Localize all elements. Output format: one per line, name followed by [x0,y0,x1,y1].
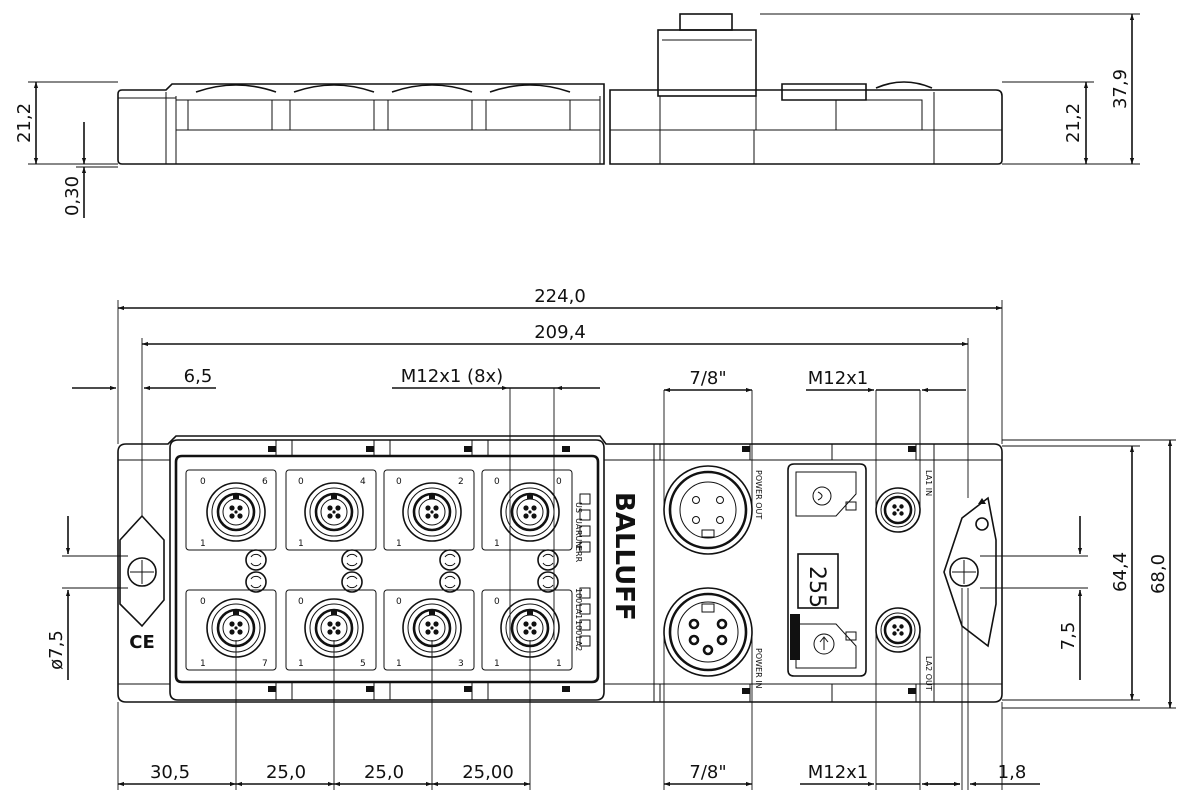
power-in-label: POWER IN [754,648,763,689]
dim-width-outer: 68,0 [1148,554,1169,594]
status-led-icon [341,571,363,593]
m12-lan-in [874,486,922,534]
port-label: 7 [262,659,268,669]
dim-first-port: 30,5 [150,762,190,783]
lan-out-label: LA2 OUT [924,656,933,691]
dim-m12-bottom: M12x1 [808,762,869,783]
dim-total-height: 37,9 [1110,69,1131,109]
plan-dimensions: 224,0 209,4 6,5 M12x1 (8x) 7/8" M12x1 ø [46,286,1176,790]
led-label: ERR [574,546,583,563]
side-dimensions: 21,2 0,30 21,2 37,9 [14,13,1140,218]
power-in-connector [663,587,753,677]
port-label: 1 [298,659,304,669]
m12-port-2 [401,481,463,543]
port-label: 0 [396,477,402,487]
led-label: LA2 [574,636,583,651]
status-led-icon [341,549,363,571]
top-view: CE 0 6 1 0 4 1 0 2 [117,435,1003,703]
port-label: 0 [556,477,562,487]
power-out-connector [663,465,753,555]
dim-side-gap: 0,30 [62,176,83,216]
status-led-icon [439,571,461,593]
dim-power-bottom: 7/8" [689,762,726,783]
port-label: 4 [360,477,366,487]
led-label: LA1 [574,604,583,619]
port-label: 0 [200,597,206,607]
led-label: UA [574,518,583,530]
m12-lan-out [874,606,922,654]
port-label: 1 [298,539,304,549]
port-label: 0 [298,597,304,607]
led-label: 100 [574,588,583,603]
ce-mark: CE [129,632,155,653]
status-led-icon [439,549,461,571]
port-label: 1 [200,659,206,669]
dim-edge-offset: 6,5 [184,366,213,387]
status-led-icon [537,549,559,571]
power-out-label: POWER OUT [754,470,763,519]
brand-logo: BALLUFF [609,492,639,621]
port-label: 0 [494,597,500,607]
led-label: RUN [574,530,583,547]
dim-pitch-2: 25,0 [364,762,404,783]
status-led-icon [245,549,267,571]
port-label: 1 [556,659,562,669]
dim-overall-length: 224,0 [534,286,586,307]
port-label: 0 [200,477,206,487]
dim-hole-diameter: ø7,5 [46,630,67,670]
port-label: 1 [494,659,500,669]
port-grid: 0 6 1 0 4 1 0 2 1 0 0 1 0 7 1 0 5 1 0 3 … [185,469,591,671]
side-view [117,13,1003,165]
dim-side-height-right: 21,2 [1063,103,1084,143]
dim-side-height-left: 21,2 [14,103,35,143]
status-led-icon [537,571,559,593]
dim-pitch-1: 25,0 [266,762,306,783]
port-label: 6 [262,477,268,487]
port-label: 5 [360,659,366,669]
dim-pitch-3: 25,00 [462,762,514,783]
port-label: 0 [298,477,304,487]
port-label: 3 [458,659,464,669]
dim-hole-offset: 7,5 [1058,622,1079,651]
led-label: US [574,502,583,513]
m12-port-6 [205,481,267,543]
led-label: 100 [574,620,583,635]
display-panel: 255 [787,463,867,677]
dim-m12-top: M12x1 [808,368,869,389]
m12-port-4 [303,481,365,543]
port-label: 1 [396,539,402,549]
port-label: 1 [396,659,402,669]
port-label: 0 [396,597,402,607]
status-led-icon [245,571,267,593]
dim-width-inner: 64,4 [1110,552,1131,592]
dim-hole-spacing: 209,4 [534,322,586,343]
display-value: 255 [804,566,829,608]
port-label: 2 [458,477,464,487]
port-label: 1 [200,539,206,549]
dim-power-top: 7/8" [689,368,726,389]
lan-in-label: LA1 IN [924,470,933,496]
dim-right-offset: 1,8 [998,762,1027,783]
port-label: 1 [494,539,500,549]
dim-m12-group: M12x1 (8x) [401,366,503,387]
port-label: 0 [494,477,500,487]
